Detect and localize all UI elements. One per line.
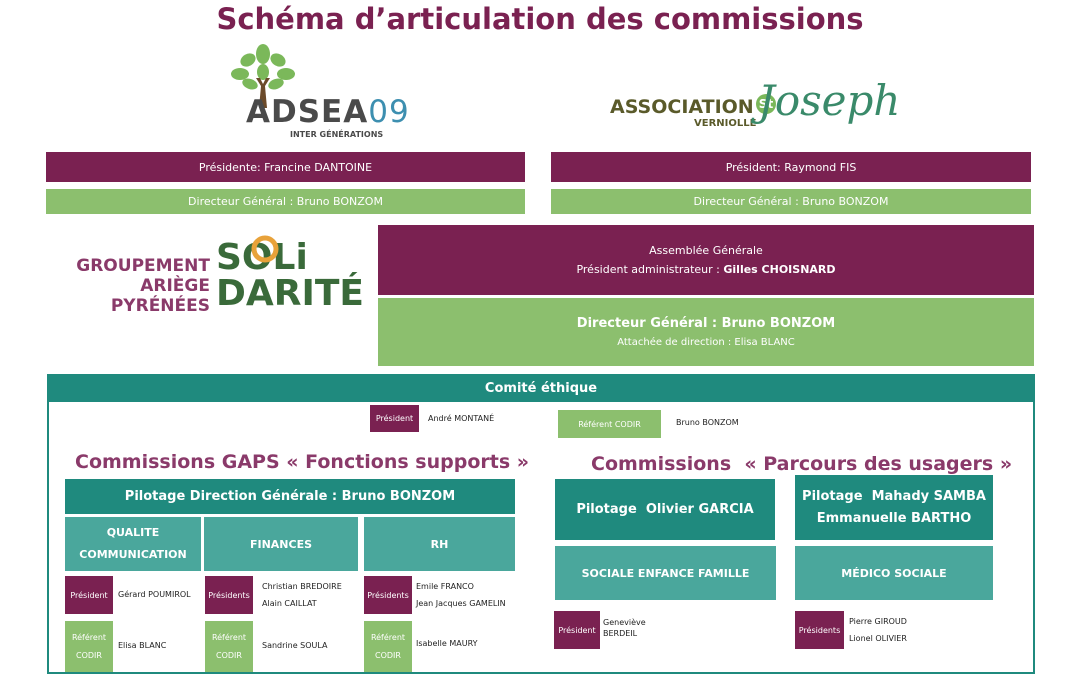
commission-rh: RH (364, 517, 515, 571)
rh-president-1: Emile FRANCO (416, 582, 474, 591)
medico-president-2: Lionel OLIVIER (849, 634, 907, 643)
adsea-number: 09 (368, 94, 410, 130)
direction-generale: Directeur Général : Bruno BONZOM Attaché… (378, 298, 1034, 366)
stjoseph-association: ASSOCIATION (610, 96, 754, 118)
direction-attachee: Attachée de direction : Elisa BLANC (617, 337, 795, 348)
qualite-title-1: QUALITE (106, 526, 160, 539)
assemblee-president-label: Président administrateur : (576, 263, 724, 276)
commission-finances: FINANCES (204, 517, 358, 571)
president-adsea: Présidente: Francine DANTOINE (46, 152, 525, 182)
stjoseph-st: St (756, 94, 776, 114)
finances-president-badge: Présidents (205, 576, 253, 614)
page-title: Schéma d’articulation des commissions (216, 2, 864, 36)
finances-president-2: Alain CAILLAT (262, 599, 317, 608)
stjoseph-joseph: Joseph (758, 76, 901, 125)
gaps-pilotage: Pilotage Direction Générale : Bruno BONZ… (65, 479, 515, 514)
rh-referent-1: Référent (370, 632, 406, 642)
gaps-logo: GROUPEMENT ARIÈGE PYRÉNÉES SOLi DARITÉ (70, 232, 364, 318)
finances-referent-2: CODIR (216, 650, 242, 660)
assemblee-title: Assemblée Générale (649, 244, 763, 257)
commission-sociale: SOCIALE ENFANCE FAMILLE (555, 546, 776, 600)
qualite-referent-name: Elisa BLANC (118, 641, 167, 650)
medico-president-badge: Présidents (795, 611, 844, 649)
qualite-title-2: COMMUNICATION (79, 548, 187, 561)
tree-icon (231, 44, 295, 108)
rh-referent-2: CODIR (375, 650, 401, 660)
qualite-president-1: Gérard POUMIROL (118, 590, 191, 599)
adsea-name: ADSEA (246, 94, 369, 130)
stjoseph-logo: ASSOCIATION VERNIOLLE St Joseph (610, 76, 900, 146)
finances-referent-1: Référent (211, 632, 247, 642)
sociale-president-2: BERDEIL (603, 629, 638, 638)
sociale-president-badge: Président (554, 611, 600, 649)
gaps-darite: DARITÉ (216, 273, 365, 314)
rh-referent-badge: Référent CODIR (364, 621, 412, 672)
gaps-groupement: GROUPEMENT (76, 256, 210, 276)
finances-president-1: Christian BREDOIRE (262, 582, 342, 591)
gaps-soli: SOLi (216, 237, 308, 278)
pilotage-medico: Pilotage Mahady SAMBA Emmanuelle BARTHO (795, 475, 993, 540)
parcours-heading: Commissions « Parcours des usagers » (591, 453, 1013, 475)
adsea-subtitle: INTER GÉNÉRATIONS (290, 130, 384, 139)
finances-referent-badge: Référent CODIR (205, 621, 253, 672)
direction-dg: Directeur Général : Bruno BONZOM (576, 316, 836, 331)
qualite-referent-2: CODIR (76, 650, 102, 660)
rh-president-badge: Présidents (364, 576, 412, 614)
hand-icon (251, 235, 279, 263)
comite-president-name: André MONTANÉ (428, 414, 495, 423)
qualite-president-badge: Président (65, 576, 113, 614)
gaps-heading: Commissions GAPS « Fonctions supports » (75, 451, 530, 473)
commission-qualite: QUALITE COMMUNICATION (65, 517, 201, 571)
medico-president-1: Pierre GIROUD (849, 617, 907, 626)
comite-ethique-title: Comité éthique (47, 374, 1035, 402)
qualite-referent-badge: Référent CODIR (65, 621, 113, 672)
rh-president-2: Jean Jacques GAMELIN (416, 599, 506, 608)
pilotage-medico-2: Emmanuelle BARTHO (816, 510, 972, 526)
president-stjoseph: Président: Raymond FIS (551, 152, 1031, 182)
adsea-logo: ADSEA09 INTER GÉNÉRATIONS (226, 44, 426, 142)
dg-stjoseph: Directeur Général : Bruno BONZOM (551, 189, 1031, 214)
assemblee-president-name: Gilles CHOISNARD (723, 263, 836, 276)
comite-referent-badge: Référent CODIR (558, 410, 661, 438)
gaps-pyrenees: PYRÉNÉES (110, 296, 210, 316)
gaps-ariege: ARIÈGE (140, 276, 210, 296)
comite-referent-name: Bruno BONZOM (676, 418, 739, 427)
comite-president-badge: Président (370, 405, 419, 432)
pilotage-sociale: Pilotage Olivier GARCIA (555, 479, 775, 540)
qualite-referent-1: Référent (71, 632, 107, 642)
assemblee-generale: Assemblée Générale Président administrat… (378, 225, 1034, 295)
sociale-president-1: Geneviève (603, 618, 646, 627)
commission-medico: MÉDICO SOCIALE (795, 546, 993, 600)
stjoseph-verniolle: VERNIOLLE (694, 118, 757, 129)
finances-referent-name: Sandrine SOULA (262, 641, 328, 650)
pilotage-medico-1: Pilotage Mahady SAMBA (802, 488, 986, 504)
rh-referent-name: Isabelle MAURY (416, 639, 478, 648)
dg-adsea: Directeur Général : Bruno BONZOM (46, 189, 525, 214)
